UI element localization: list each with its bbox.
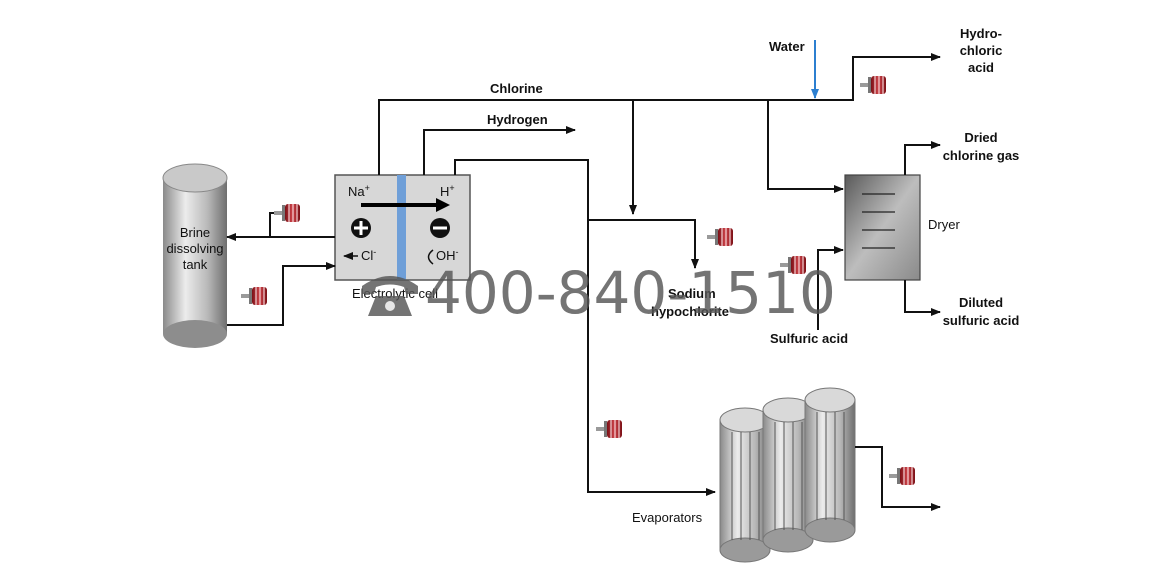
dryer-label: Dryer [928, 217, 960, 232]
phone-icon [362, 276, 418, 316]
evaporator-outlet-pipe [855, 446, 941, 511]
sodium-hypochlorite-label-line-2: hypochlorite [651, 304, 729, 319]
hydrochloric-label-line-3: acid [968, 60, 994, 75]
chlorine-header-pipe [378, 53, 941, 175]
pump-icon [273, 203, 301, 223]
hydrochloric-label-line-2: chloric [960, 43, 1003, 58]
membrane [397, 175, 406, 280]
dried-chlorine-label-line-2: chlorine gas [943, 148, 1020, 163]
chloride-ion-label: Cl- [361, 247, 376, 263]
diluted-acid-label-line-2: sulfuric acid [943, 313, 1020, 328]
diluted-acid-label-line-1: Diluted [959, 295, 1003, 310]
hydrogen-pipe [423, 126, 576, 175]
sodium-hypochlorite-label-line-1: Sodium [668, 286, 716, 301]
pump-icon [706, 227, 734, 247]
brine-tank-label-line-3: tank [183, 257, 208, 272]
caustic-to-hypochlorite-pipe [588, 219, 699, 269]
watermark-phone-number: 400-840-1510 [425, 259, 836, 327]
hydrogen-label: Hydrogen [487, 112, 548, 127]
evaporators-unit: Evaporators [632, 387, 856, 563]
cathode-minus-icon [430, 218, 450, 238]
chlorine-to-dryer-pipe [767, 100, 844, 193]
sulfuric-acid-label: Sulfuric acid [770, 331, 848, 346]
brine-tank-label-line-2: dissolving [166, 241, 223, 256]
sulfuric-acid-inlet-pipe [817, 246, 844, 330]
anode-plus-icon [351, 218, 371, 238]
chlorine-label: Chlorine [490, 81, 543, 96]
hydrogen-ion-label: H+ [440, 183, 455, 199]
pump-icon [888, 466, 916, 486]
sodium-ion-label: Na+ [348, 183, 370, 199]
caustic-to-evaporators-pipe [454, 159, 716, 496]
hydroxide-ion-label: OH- [436, 247, 459, 263]
hydrochloric-label-line-1: Hydro- [960, 26, 1002, 41]
pump-icon [240, 286, 268, 306]
water-label: Water [769, 39, 805, 54]
evaporator-vessel [719, 407, 771, 563]
brine-dissolving-tank: Brine dissolving tank [162, 163, 228, 348]
phone-watermark: 400-840-1510 [362, 259, 836, 327]
evaporators-label: Evaporators [632, 510, 703, 525]
pump-icon [859, 75, 887, 95]
brine-tank-label-line-1: Brine [180, 225, 210, 240]
electrolytic-cell: Na+ H+ Cl- OH- Electrolytic cell [334, 174, 471, 301]
diluted-acid-outlet-pipe [904, 280, 941, 316]
evaporator-vessel [804, 387, 856, 543]
pump-icon [595, 419, 623, 439]
dryer-unit: Dryer [844, 174, 960, 281]
brine-return-pipe [269, 212, 335, 238]
dried-chlorine-label-line-1: Dried [964, 130, 997, 145]
brine-feed-pipe [227, 262, 336, 326]
dried-chlorine-outlet-pipe [904, 141, 941, 175]
